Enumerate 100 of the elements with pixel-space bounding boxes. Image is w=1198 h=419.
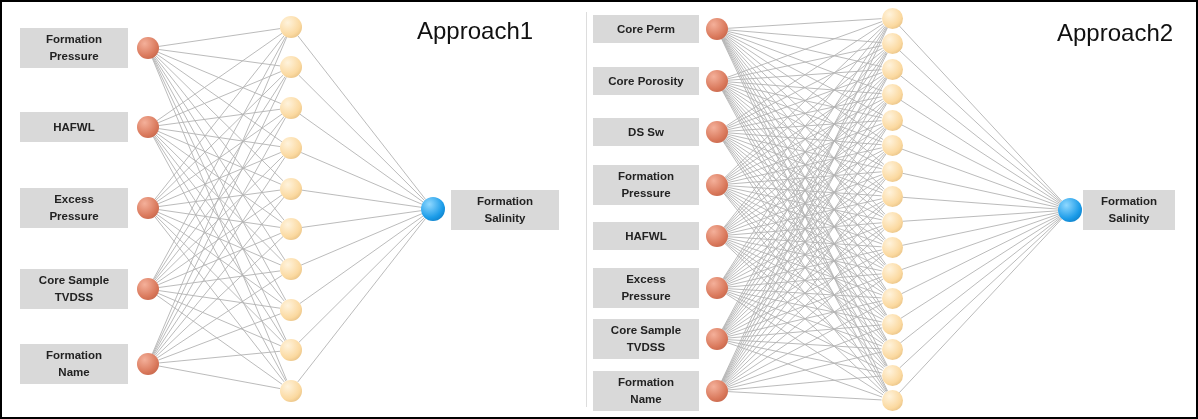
connection-line	[726, 33, 884, 116]
connection-line	[725, 100, 885, 230]
output-neuron-circle	[421, 197, 445, 221]
input-neuron-circle	[137, 116, 159, 138]
connection-line	[727, 391, 882, 401]
hidden-neuron-circle	[881, 84, 903, 105]
connection-line	[725, 241, 884, 345]
connection-line	[726, 292, 884, 371]
connection-line	[727, 273, 882, 288]
connection-line	[727, 289, 883, 323]
connection-line	[298, 74, 425, 201]
label-box: Excess Pressure	[20, 188, 128, 228]
connection-line	[727, 120, 882, 132]
input-neuron-circle	[137, 197, 159, 219]
label-box: Formation Name	[593, 371, 699, 411]
connection-line	[725, 176, 884, 283]
connection-line	[725, 278, 884, 386]
connection-line	[157, 232, 282, 286]
connection-line	[157, 71, 282, 124]
hidden-neuron-circle	[280, 177, 302, 200]
connection-line	[724, 75, 885, 229]
connection-line	[726, 32, 883, 92]
hidden-neuron-circle	[881, 186, 903, 207]
connection-line	[725, 242, 885, 369]
connection-line	[725, 86, 884, 192]
connection-line	[156, 275, 283, 359]
hidden-neuron-circle	[881, 160, 903, 182]
hidden-neuron-circle	[280, 339, 302, 362]
connection-line	[901, 148, 1060, 207]
hidden-neuron-circle	[881, 7, 903, 29]
connection-line	[726, 327, 883, 388]
connection-line	[726, 240, 884, 320]
label-box: HAFWL	[20, 112, 128, 142]
label-box: Formation Salinity	[1083, 190, 1175, 230]
connection-line	[899, 217, 1062, 369]
connection-line	[156, 53, 283, 143]
connection-line	[153, 76, 286, 281]
connection-line	[157, 292, 282, 347]
connection-line	[298, 217, 425, 343]
connection-line	[898, 25, 1063, 202]
input-neuron-circle	[706, 70, 728, 92]
connection-line	[157, 313, 282, 361]
input-neuron-circle	[706, 328, 728, 350]
label-box: Formation Pressure	[20, 28, 128, 68]
connection-line	[902, 210, 1059, 222]
hidden-neuron-circle	[881, 135, 903, 156]
label-box: Core Perm	[593, 15, 699, 43]
connection-line	[297, 218, 427, 383]
connection-line	[727, 351, 883, 389]
connection-line	[727, 340, 883, 374]
connection-line	[158, 128, 281, 148]
hidden-neuron-circle	[881, 109, 903, 131]
connection-line	[158, 108, 281, 126]
connection-line	[726, 302, 884, 387]
connection-line	[155, 74, 284, 201]
connection-line	[158, 189, 281, 207]
connection-line	[725, 49, 885, 179]
connection-line	[726, 291, 883, 347]
label-box: HAFWL	[593, 222, 699, 250]
label-box: Formation Salinity	[451, 190, 559, 230]
connection-line	[726, 136, 884, 218]
connection-line	[157, 51, 282, 104]
hidden-neuron-circle	[280, 379, 302, 402]
hidden-neuron-circle	[280, 16, 302, 38]
connection-line	[155, 155, 284, 282]
hidden-neuron-circle	[881, 211, 903, 233]
connection-line	[158, 28, 281, 47]
label-box: DS Sw	[593, 118, 699, 146]
connection-line	[901, 212, 1059, 246]
input-neuron-circle	[706, 174, 728, 196]
connection-line	[725, 137, 884, 243]
hidden-neuron-circle	[280, 298, 302, 321]
connection-line	[726, 188, 883, 245]
input-neuron-circle	[706, 18, 728, 40]
connection-line	[301, 210, 422, 228]
connection-line	[155, 236, 284, 357]
hidden-neuron-circle	[280, 96, 302, 119]
connection-line	[726, 239, 883, 296]
connection-line	[727, 29, 882, 44]
hidden-neuron-circle	[881, 237, 903, 258]
connection-line	[157, 130, 282, 185]
connection-line	[724, 88, 885, 241]
connection-line	[727, 375, 882, 391]
connection-line	[899, 216, 1061, 344]
connection-line	[156, 132, 283, 224]
panel-title: Approach2	[1057, 19, 1174, 47]
connection-line	[726, 149, 884, 232]
connection-line	[158, 365, 281, 390]
connection-line	[899, 75, 1062, 203]
connection-line	[727, 237, 883, 272]
label-box: Core Sample TVDSS	[20, 269, 128, 309]
connection-line	[726, 85, 884, 167]
connection-line	[154, 135, 285, 302]
hidden-neuron-circle	[881, 262, 903, 284]
connection-line	[727, 171, 882, 185]
panel-title: Approach1	[417, 17, 534, 45]
connection-line	[727, 185, 882, 197]
connection-line	[727, 69, 882, 81]
output-neuron-circle	[1058, 198, 1082, 222]
hidden-neuron-circle	[280, 218, 302, 240]
